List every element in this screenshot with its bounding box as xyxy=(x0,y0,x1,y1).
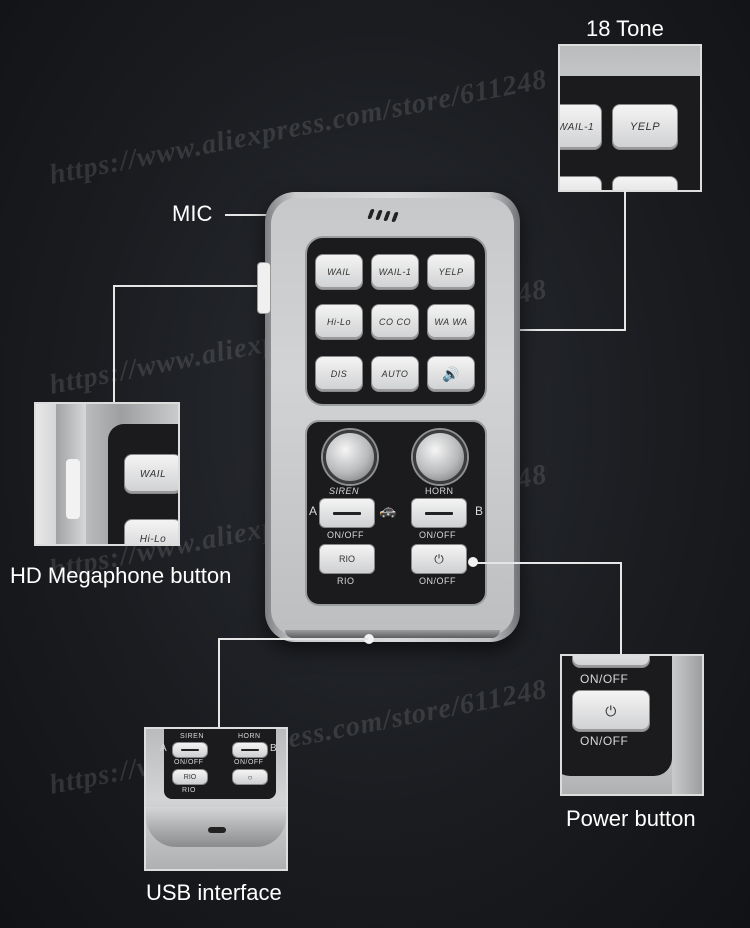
horn-onoff-label: ON/OFF xyxy=(419,530,456,540)
zoom-usb-b: B xyxy=(270,743,278,754)
mic-callout-label: MIC xyxy=(172,201,213,226)
zoom-power-onoff-bottom: ON/OFF xyxy=(580,734,629,748)
siren-round-button[interactable] xyxy=(323,430,377,484)
siren-label: SIREN xyxy=(329,486,360,496)
key-wail-1[interactable]: WAIL-1 xyxy=(371,254,419,290)
usb-connector-v xyxy=(218,638,220,728)
key-yelp[interactable]: YELP xyxy=(427,254,475,290)
zoom-usb-horn: HORN xyxy=(238,733,261,740)
power-connector-v xyxy=(620,562,622,654)
siren-onoff-label: ON/OFF xyxy=(327,530,364,540)
megaphone-side-button[interactable] xyxy=(257,262,271,314)
a-label: A xyxy=(309,504,318,518)
key-hi-lo[interactable]: Hi-Lo xyxy=(315,304,363,340)
zoom-usb-a: A xyxy=(160,743,168,754)
remote-device: WAIL WAIL-1 YELP Hi-Lo CO CO WA WA DIS A… xyxy=(257,192,520,642)
power-zoom-image: ON/OFF ⏻ ON/OFF xyxy=(560,654,704,796)
power-connector-h xyxy=(474,562,622,564)
zoom-key-yelp: YELP xyxy=(612,104,678,150)
horn-onoff-button[interactable] xyxy=(411,498,467,528)
zoom-usb-siren-btn xyxy=(172,742,208,758)
zoom-key-wail: WAIL xyxy=(124,454,178,494)
key-dis[interactable]: DIS xyxy=(315,356,363,392)
key-speaker[interactable]: 🔊 xyxy=(427,356,475,392)
zoom-power-button: ⏻ xyxy=(572,690,650,732)
usb-port xyxy=(208,827,226,833)
usb-callout-label: USB interface xyxy=(146,880,282,905)
zoom-usb-rio-btn: RIO xyxy=(172,769,208,785)
megaphone-callout-label: HD Megaphone button xyxy=(10,563,232,588)
zoom-key-partial-1 xyxy=(560,176,602,190)
police-car-icon: 🚓 xyxy=(379,502,397,518)
horn-label: HORN xyxy=(425,486,454,496)
zoom-key-hilo: Hi-Lo xyxy=(124,519,178,544)
siren-onoff-button[interactable] xyxy=(319,498,375,528)
zoom-power-onoff-top: ON/OFF xyxy=(580,672,629,686)
usb-port-edge xyxy=(285,630,500,638)
zoom-usb-onoff-right: ON/OFF xyxy=(234,759,264,766)
zoom-power-partial-key xyxy=(572,656,650,668)
key-wawa[interactable]: WA WA xyxy=(427,304,475,340)
megaphone-connector-v xyxy=(113,285,115,403)
tone-zoom-image: WAIL-1 YELP xyxy=(558,44,702,192)
tone-keypad: WAIL WAIL-1 YELP Hi-Lo CO CO WA WA DIS A… xyxy=(305,236,487,406)
tone-callout-label: 18 Tone xyxy=(586,16,664,41)
power-button[interactable]: ⏻ xyxy=(411,544,467,574)
key-auto[interactable]: AUTO xyxy=(371,356,419,392)
zoom-key-wail1: WAIL-1 xyxy=(560,104,602,150)
usb-connector-dot xyxy=(364,634,374,644)
zoom-key-partial-2 xyxy=(612,176,678,190)
zoom-usb-rio-label: RIO xyxy=(182,787,196,794)
b-label: B xyxy=(475,504,484,518)
power-icon: ⏻ xyxy=(434,551,444,566)
tone-connector-h xyxy=(478,329,626,331)
usb-zoom-image: SIREN HORN A B ON/OFF ON/OFF RIO ○ RIO xyxy=(144,727,288,871)
zoom-usb-onoff-left: ON/OFF xyxy=(174,759,204,766)
power-callout-label: Power button xyxy=(566,806,696,831)
usb-connector-h xyxy=(218,638,368,640)
megaphone-zoom-image: WAIL Hi-Lo xyxy=(34,402,180,546)
horn-round-button[interactable] xyxy=(413,430,467,484)
key-wail[interactable]: WAIL xyxy=(315,254,363,290)
key-coco[interactable]: CO CO xyxy=(371,304,419,340)
watermark-1: https://www.aliexpress.com/store/611248 xyxy=(46,63,550,191)
watermark-4: https://www.aliexpress.com/store/611248 xyxy=(46,673,550,801)
zoom-usb-horn-btn xyxy=(232,742,268,758)
zoom-usb-power-btn: ○ xyxy=(232,769,268,785)
rio-label: RIO xyxy=(337,576,355,586)
power-onoff-label: ON/OFF xyxy=(419,576,456,586)
zoom-power-icon: ⏻ xyxy=(605,702,617,719)
mic-grille xyxy=(367,209,409,222)
zoom-usb-siren: SIREN xyxy=(180,733,204,740)
siren-control-panel: SIREN HORN A B 🚓 ON/OFF ON/OFF RIO ⏻ RIO… xyxy=(305,420,487,606)
power-connector-dot xyxy=(468,557,478,567)
megaphone-connector-h xyxy=(113,285,263,287)
speaker-icon: 🔊 xyxy=(442,365,460,382)
rio-button[interactable]: RIO xyxy=(319,544,375,574)
tone-connector-v xyxy=(624,188,626,331)
